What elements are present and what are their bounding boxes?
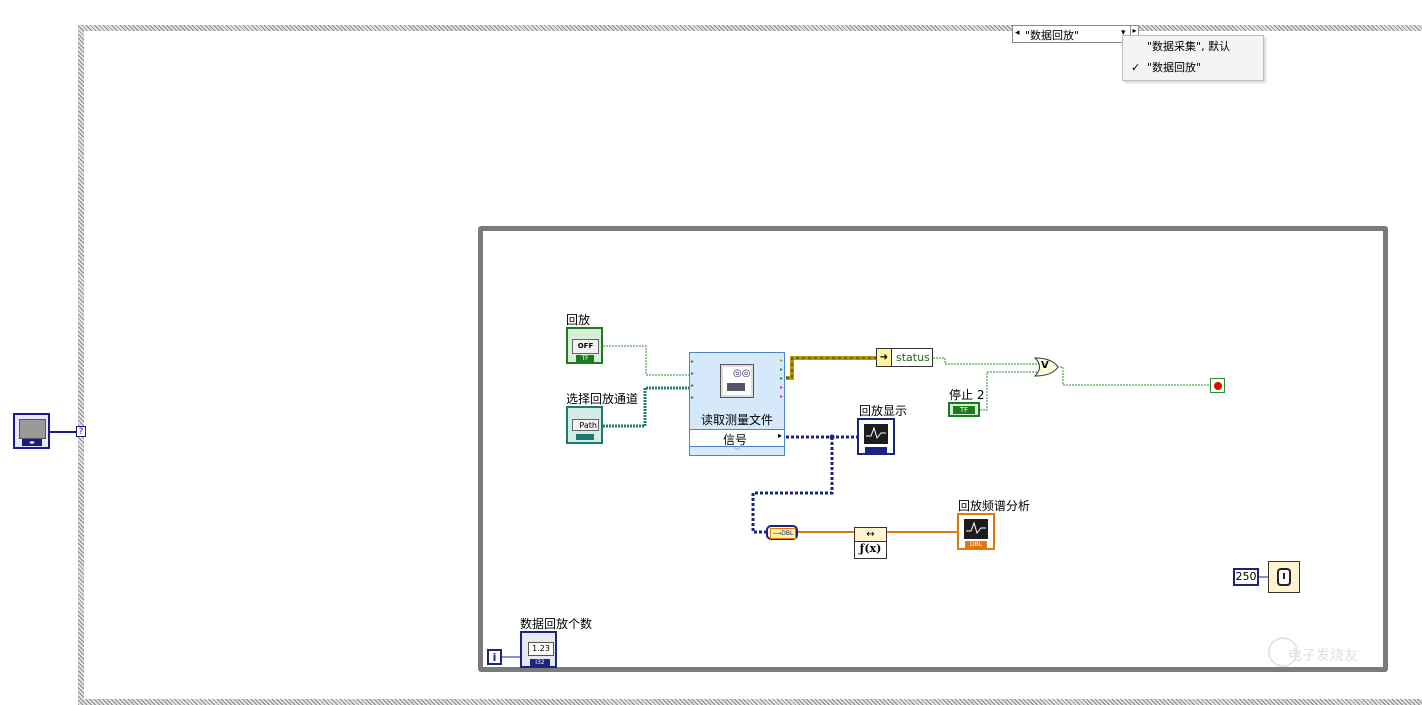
spectrum-function[interactable]: ↔ ƒ(x) (854, 527, 887, 559)
stop2-bool-control[interactable]: TF (948, 402, 980, 417)
output-arrow-icon: ▸ (777, 431, 782, 440)
output-terminal-arrows: ▸▸▸▸▸ (779, 357, 783, 400)
channel-label: 选择回放通道 (566, 392, 639, 406)
selector-wire (50, 431, 78, 433)
decrement-arrow-icon[interactable]: ◂ (1015, 28, 1020, 38)
menu-item-label: "数据回放" (1147, 61, 1202, 74)
spectrum-top: ↔ (855, 528, 886, 542)
stop-icon (1214, 382, 1222, 390)
case-selector-control[interactable]: ◂▸ (13, 413, 50, 449)
tf-type-badge: TF (576, 355, 594, 362)
i32-type-badge: I32 (530, 659, 550, 666)
count-indicator[interactable]: 1.23 I32 (520, 631, 557, 668)
channel-path-control[interactable]: Path (566, 406, 603, 444)
case-selector-menu[interactable]: "数据采集", 默认 ✓ "数据回放" (1122, 35, 1264, 81)
channel-path-wire (603, 386, 689, 428)
fx-label: ƒ(x) (859, 542, 882, 555)
iteration-terminal[interactable]: i (487, 649, 502, 665)
graph-icon (864, 424, 888, 444)
convert-icon: ⟶DBL (770, 528, 796, 539)
path-value: Path (572, 419, 599, 431)
wire-diagram (502, 345, 1268, 658)
stop2-bool-wire (980, 371, 1040, 411)
dynamic-type-badge (865, 447, 887, 453)
input-terminal-arrows: ▸▸▸▸ (691, 358, 695, 401)
watermark: 电子发烧友 (1288, 648, 1358, 664)
express-vi-output-signal[interactable]: 信号 ▸ (690, 429, 784, 447)
playback-display-indicator[interactable] (857, 418, 895, 455)
wait-ms-constant[interactable]: 250 (1233, 568, 1259, 586)
menu-item-data-acquisition[interactable]: "数据采集", 默认 (1123, 37, 1263, 57)
wait-function[interactable] (1268, 561, 1300, 593)
read-file-icon: ◎◎ (720, 364, 754, 398)
convert-dynamic-data[interactable]: ⟶DBL (766, 525, 798, 540)
menu-item-data-playback[interactable]: ✓ "数据回放" (1123, 58, 1263, 78)
graph-icon (964, 519, 988, 539)
watermark-logo-icon (1268, 637, 1298, 667)
spectrum-label: 回放频谱分析 (958, 499, 1031, 513)
unbundle-status[interactable]: ➜ status (876, 348, 933, 367)
status-bool-wire (933, 357, 1040, 365)
tf-type-badge: TF (953, 406, 975, 414)
expand-chevron-icon[interactable]: ︾ (733, 447, 741, 455)
dropdown-arrow-icon[interactable]: ▾ (1121, 28, 1126, 38)
while-loop-frame[interactable] (478, 226, 1388, 672)
express-vi-title: 读取测量文件 (700, 413, 773, 427)
enum-arrows-icon: ◂▸ (22, 439, 42, 446)
stop2-label: 停止 2 (949, 388, 985, 402)
loop-stop-terminal[interactable] (1210, 378, 1225, 393)
error-cluster-wire (786, 356, 876, 380)
or-gate-shape (1033, 357, 1059, 377)
stopwatch-icon (1277, 568, 1291, 586)
spectrum-indicator[interactable]: DBL (957, 513, 995, 550)
or-function[interactable]: V (1041, 360, 1049, 371)
playback-switch-value: OFF (572, 339, 599, 354)
signal-output-label: 信号 (723, 433, 748, 447)
count-value: 1.23 (528, 642, 554, 656)
playback-display-label: 回放显示 (859, 404, 908, 418)
case-selector-terminal[interactable]: ? (76, 426, 86, 437)
unbundle-arrow-icon: ➜ (877, 349, 892, 366)
count-label: 数据回放个数 (520, 617, 593, 631)
menu-item-label: "数据采集", 默认 (1147, 40, 1231, 53)
read-measurement-file-vi[interactable]: ◎◎ 读取测量文件 信号 ▸ ︾ ▸▸▸▸ ▸▸▸▸▸ (689, 352, 785, 456)
playback-bool-wire (603, 345, 689, 376)
or-output-wire (1057, 366, 1210, 386)
dbl-type-badge: DBL (965, 541, 987, 548)
case-selector-value: "数据回放" (1025, 29, 1080, 42)
playback-bool-control[interactable]: OFF TF (566, 327, 603, 364)
status-label: status (896, 351, 930, 364)
checkmark-icon: ✓ (1131, 61, 1141, 74)
playback-label: 回放 (566, 313, 591, 327)
case-selector-label[interactable]: ◂ "数据回放" ▾ (1012, 25, 1134, 43)
path-type-badge (576, 434, 594, 440)
